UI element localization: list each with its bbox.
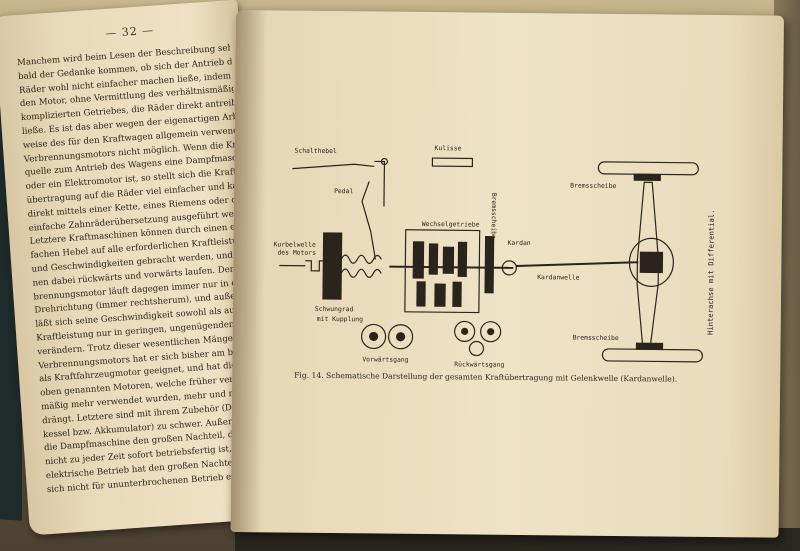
gear: [442, 246, 455, 274]
brake-disc-bottom: [635, 342, 664, 351]
cardan-shaft-line: [516, 261, 639, 267]
cardan-joint: [501, 260, 517, 276]
forward-gear-hub-left: [368, 331, 379, 342]
reverse-gear-hub-b: [487, 328, 495, 336]
pedal-arm: [361, 181, 376, 260]
clutch-spring-lower: [340, 268, 382, 278]
label-wechselgetriebe: Wechselgetriebe: [422, 220, 480, 229]
gearbox-housing: [404, 229, 481, 314]
label-mit-kupplung: mit Kupplung: [317, 315, 363, 323]
reverse-gear-wheel-b: [480, 321, 502, 343]
drivetrain-diagram: Schalthebel Kulisse Pedal Wechselgetrieb…: [274, 144, 716, 369]
gear: [416, 281, 426, 307]
forward-gear-hub-right: [395, 332, 406, 342]
forward-gear-wheel-right: [387, 324, 414, 350]
reverse-gear-hub-a: [461, 327, 469, 336]
page-number: — 32 —: [104, 23, 155, 40]
brake-disc-mid: [484, 236, 495, 294]
brake-disc-top: [633, 173, 661, 182]
rear-wheel-bottom: [601, 348, 704, 363]
label-hinterachse: Hinterachse mit Differential.: [706, 209, 716, 335]
label-pedal: Pedal: [334, 187, 353, 195]
gear: [434, 283, 446, 307]
gear: [412, 241, 425, 279]
label-bremsscheibe-bottom: Bremsscheibe: [573, 334, 619, 342]
reverse-gear-wheel-a: [454, 320, 476, 343]
main-shaft: [389, 265, 514, 269]
differential-gears: [639, 251, 664, 274]
label-schalthebel: Schalthebel: [294, 147, 337, 155]
label-bremsscheibe-mid: Bremsscheibe: [490, 193, 498, 239]
label-kurbelwelle: Kurbelwelle: [274, 240, 317, 248]
label-schwungrad: Schwungrad: [315, 305, 354, 313]
label-vorwaertsgang: Vorwärtsgang: [362, 355, 408, 363]
body-text: Manchem wird beim Lesen der Beschreibung…: [17, 42, 261, 497]
label-des-motors: des Motors: [277, 248, 316, 256]
page-gutter-shadow: [230, 10, 266, 533]
differential-housing: [628, 237, 674, 287]
gear: [452, 281, 462, 307]
shift-lever-knob: [380, 157, 389, 166]
gear: [428, 243, 439, 275]
label-rueckwaertsgang: Rückwärtsgang: [454, 360, 504, 369]
forward-gear-wheel-left: [360, 323, 387, 350]
right-page: Schalthebel Kulisse Pedal Wechselgetrieb…: [230, 10, 784, 538]
label-bremsscheibe-top: Bremsscheibe: [570, 182, 616, 190]
rear-wheel-top: [597, 161, 699, 176]
label-kardanwelle: Kardanwelle: [537, 273, 580, 281]
flywheel-shape: [322, 232, 343, 300]
crank-shape: [305, 260, 324, 272]
shift-lever-post: [374, 160, 386, 207]
shift-lever-rod: [292, 163, 375, 170]
reverse-gear-wheel-c: [468, 340, 485, 357]
label-kardan: Kardan: [508, 239, 531, 247]
label-kulisse: Kulisse: [435, 144, 462, 152]
gear: [457, 241, 468, 278]
kulisse-shape: [431, 157, 474, 168]
clutch-spring: [340, 254, 382, 264]
